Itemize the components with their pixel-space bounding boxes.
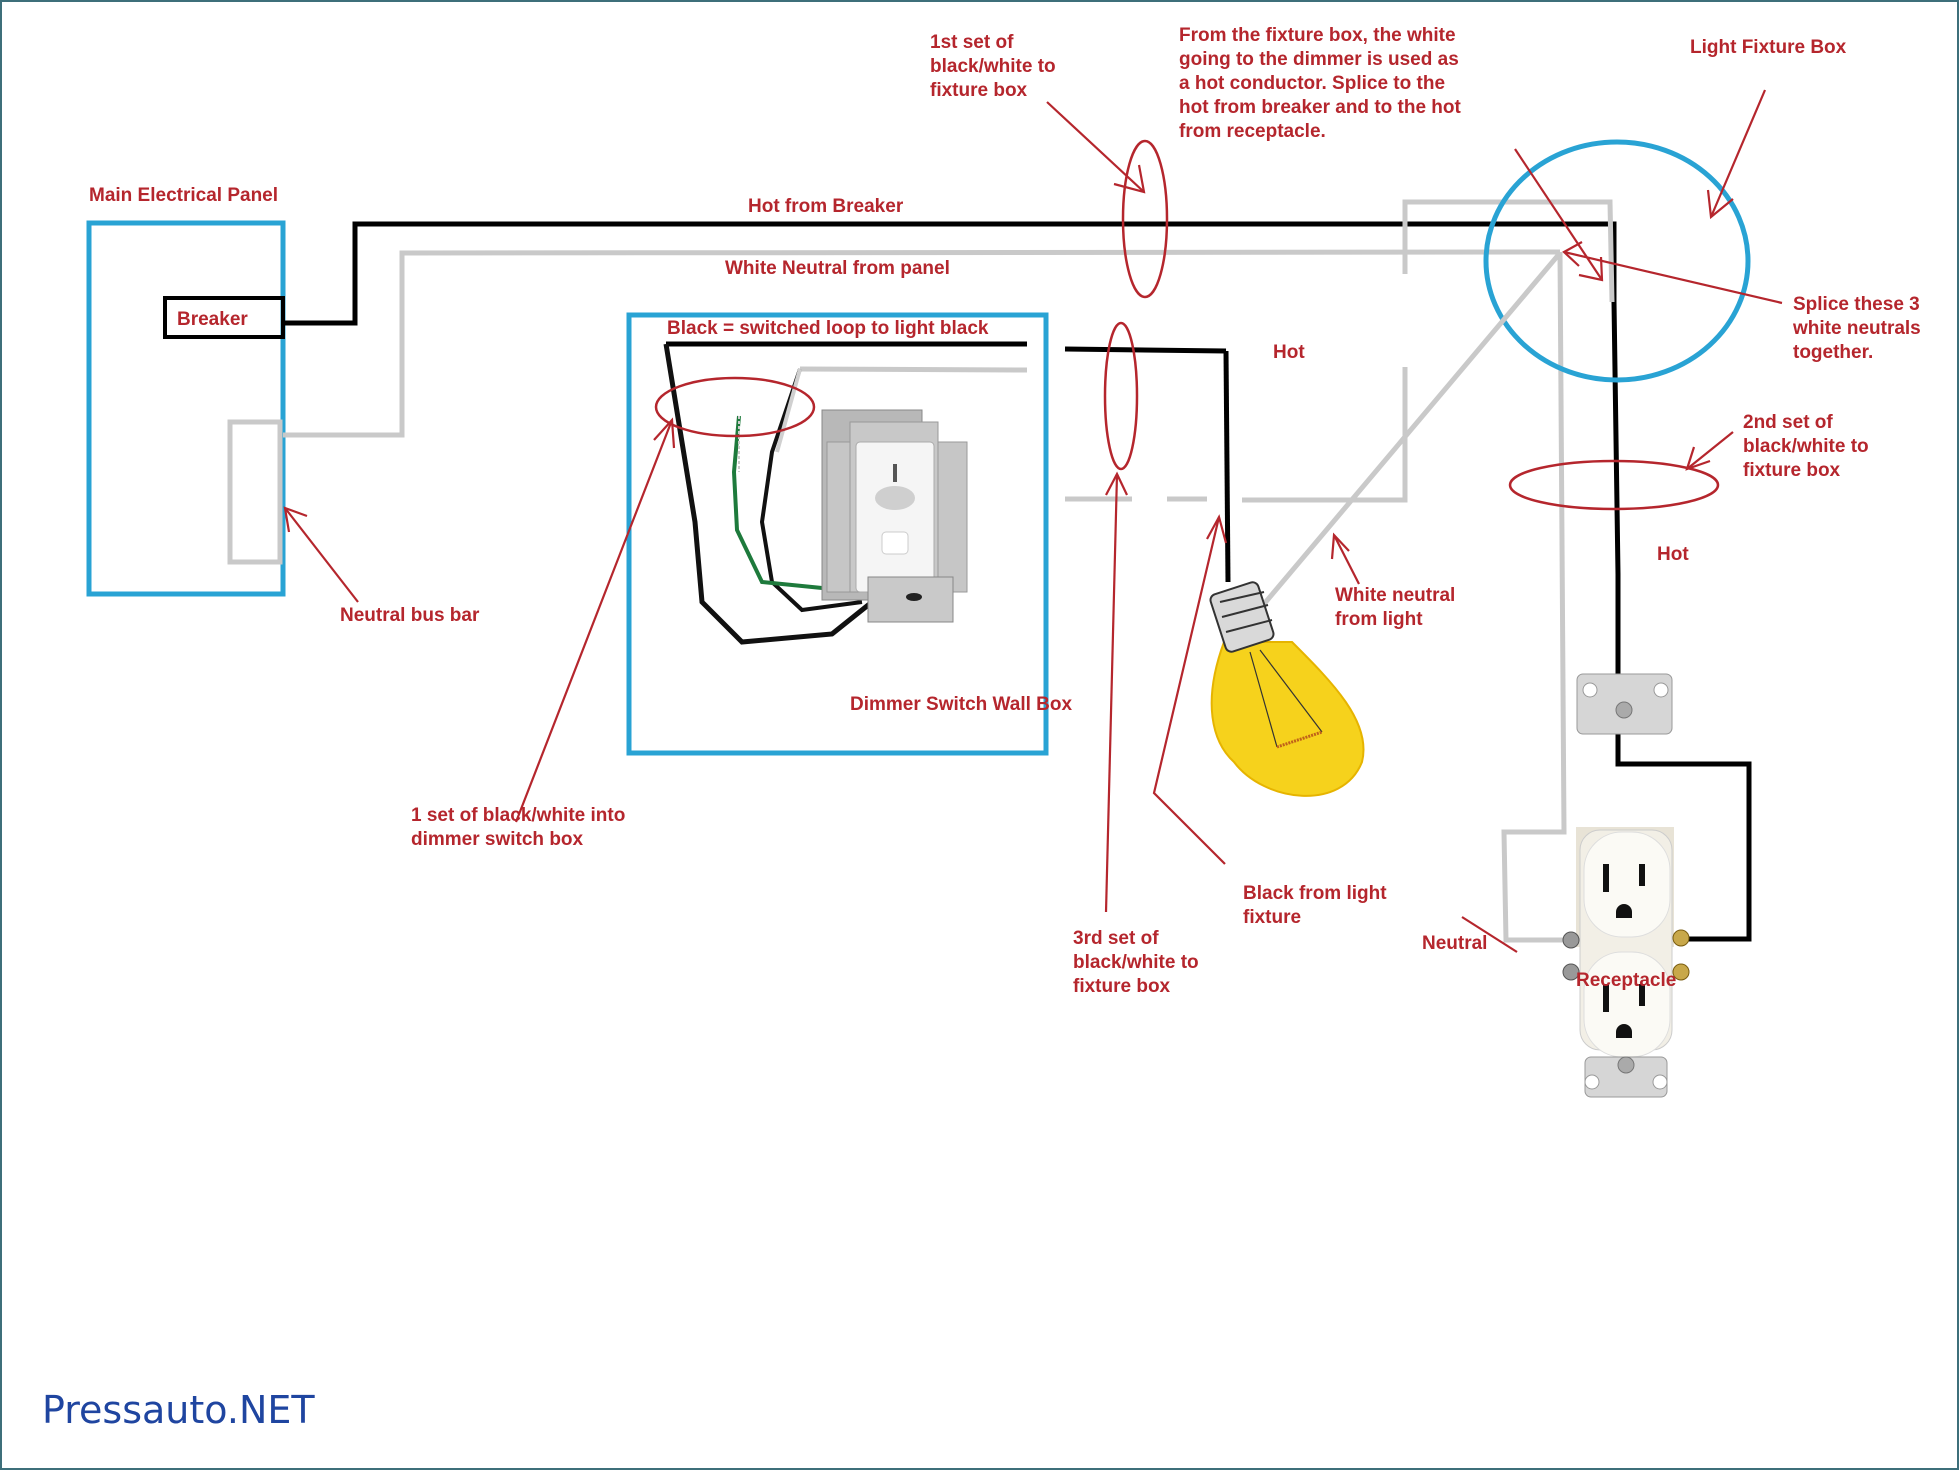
arrowhead-icon (1113, 164, 1146, 194)
arrowhead-icon (1105, 471, 1128, 496)
neutral-bus-bar-arrow (284, 507, 359, 603)
dimmer-white-wire (799, 366, 1028, 373)
switched-loop-label: Black = switched loop to light black (667, 318, 989, 339)
white-neutral-from-light-wire (1262, 251, 1562, 606)
third-set-label: 3rd set of black/white to fixture box (1073, 928, 1204, 997)
hot-from-breaker-label: Hot from Breaker (748, 196, 904, 217)
arrowhead-icon (1706, 189, 1734, 220)
second-set-arrow (1686, 431, 1734, 470)
light-bulb-icon (1209, 581, 1365, 797)
light-fixture-box-label: Light Fixture Box (1690, 37, 1847, 58)
arrowhead-icon (1685, 446, 1711, 471)
arrowhead-icon (1206, 514, 1228, 544)
first-set-arrow (1046, 101, 1145, 193)
hot-mid-label: Hot (1273, 342, 1305, 363)
white-hot-lower-wire (1242, 367, 1408, 503)
arrowhead-icon (653, 417, 676, 449)
splice-neutrals-arrow (1563, 250, 1783, 305)
arrowhead-icon (1578, 256, 1604, 282)
third-set-arrow (1104, 473, 1119, 913)
dimmer-switch-wall-box (626, 312, 1049, 756)
white-hot-upper-wire (1402, 199, 1615, 303)
neutral-bus-bar-label: Neutral bus bar (340, 605, 480, 626)
light-fixture-box (1483, 139, 1751, 383)
arrowhead-icon (283, 506, 308, 533)
watermark: Pressauto.NET (42, 1388, 315, 1432)
light-fixture-box-arrow (1709, 89, 1767, 218)
switched-black-wire-out (1064, 346, 1227, 354)
neutral-to-receptacle-wire (1501, 251, 1570, 943)
annotation-arrows (283, 89, 1783, 953)
splice-neutrals-label: Splice these 3 white neutrals together. (1792, 294, 1926, 363)
dimmer-switch-icon (663, 343, 968, 645)
black-from-light-arrow (1152, 516, 1226, 865)
fixture-note-label: From the fixture box, the white going to… (1179, 25, 1466, 142)
main-panel-box (86, 220, 286, 597)
black-from-light-label: Black from light fixture (1243, 883, 1392, 928)
hot-right-label: Hot (1657, 544, 1689, 565)
second-set-label: 2nd set of black/white to fixture box (1743, 412, 1874, 481)
main-panel-label: Main Electrical Panel (89, 185, 278, 206)
first-set-marker (1121, 139, 1169, 299)
hot-from-breaker-wire (283, 221, 1617, 326)
third-set-marker (1103, 321, 1139, 471)
second-set-marker (1508, 459, 1720, 511)
receptacle-label: Receptacle (1576, 970, 1676, 991)
hot-to-receptacle-wire (1611, 301, 1752, 942)
neutral-bus-bar (227, 419, 283, 565)
one-set-arrow (514, 419, 674, 823)
white-neutral-from-panel-wire (283, 249, 1561, 438)
dimmer-box-label: Dimmer Switch Wall Box (850, 694, 1072, 715)
arrowhead-icon (1562, 241, 1583, 267)
breaker-box (163, 296, 285, 339)
first-set-label: 1st set of black/white to fixture box (930, 32, 1061, 101)
black-to-light-wire (1223, 350, 1231, 583)
arrowhead-icon (1330, 532, 1350, 560)
neutral-arrow-line (1461, 916, 1518, 953)
white-neutral-from-light-label: White neutral from light (1335, 585, 1461, 630)
white-neutral-from-panel-label: White Neutral from panel (725, 258, 950, 279)
white-neutral-arrow (1333, 534, 1360, 585)
receptacle-icon (1562, 673, 1690, 1098)
neutral-label: Neutral (1422, 933, 1487, 954)
breaker-label: Breaker (177, 309, 248, 330)
dimmer-wire-set-marker (654, 376, 816, 438)
